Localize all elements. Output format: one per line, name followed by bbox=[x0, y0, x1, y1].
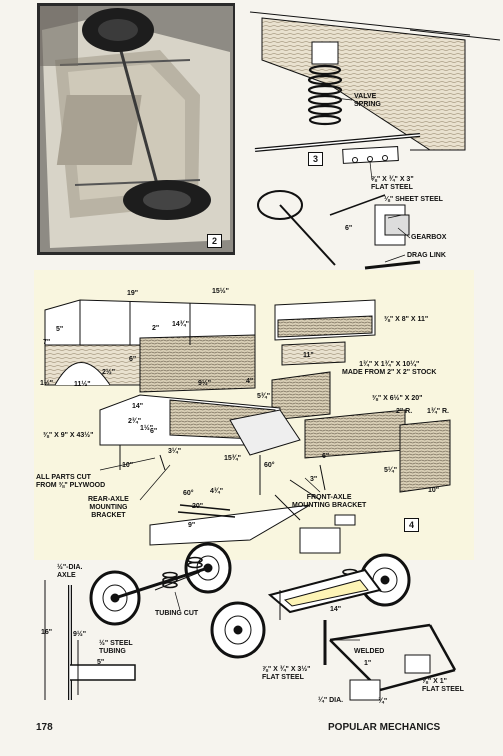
label-valve-spring: VALVE SPRING bbox=[354, 93, 381, 108]
label-seat-board: ⅜" x 8" x 11" bbox=[384, 316, 429, 323]
dim-19: 19" bbox=[127, 290, 139, 297]
dim-16: 16" bbox=[41, 629, 53, 636]
dim-5-chassis: 5" bbox=[97, 659, 105, 666]
label-axle: ½"-DIA. AXLE bbox=[57, 564, 83, 579]
fig3-spring-drawing bbox=[249, 11, 501, 270]
dim-14-chassis: 14" bbox=[330, 606, 342, 613]
label-front-bracket: FRONT-AXLE MOUNTING BRACKET bbox=[292, 494, 367, 509]
dim-20: 20" bbox=[192, 503, 204, 510]
dim-60a: 60° bbox=[183, 490, 194, 497]
label-welded: WELDED bbox=[354, 648, 385, 655]
leader-lines bbox=[99, 97, 411, 641]
label-rear-bracket: REAR-AXLE MOUNTING BRACKET bbox=[88, 496, 129, 519]
label-radius-1-75: 1¾" R. bbox=[427, 408, 449, 415]
dim-6in-fig3: 6" bbox=[345, 225, 353, 232]
dim-2: 2" bbox=[152, 325, 160, 332]
dim-10: 10" bbox=[122, 462, 134, 469]
dim-9-5: 9½" bbox=[198, 380, 212, 387]
dim-11: 11" bbox=[303, 352, 314, 359]
label-drag-link: DRAG LINK bbox=[407, 252, 446, 259]
dim-5-25: 5¼" bbox=[384, 467, 398, 474]
chassis-drawing bbox=[44, 542, 457, 701]
label-flat-steel-a: ⅞" x ¾" x 3½" FLAT STEEL bbox=[262, 666, 311, 681]
label-floor-panel: ⅜" x 9" x 43½" bbox=[43, 432, 94, 439]
dim-2-5: 2½" bbox=[102, 369, 116, 376]
dim-9: 9" bbox=[188, 522, 196, 529]
label-hood-panel: ⅜" x 6½" x 20" bbox=[372, 395, 423, 402]
dim-15-5: 15½" bbox=[212, 288, 229, 295]
figure-number-2: 2 bbox=[207, 234, 222, 248]
dim-15-75: 15¾" bbox=[224, 455, 241, 462]
dim-5: 5" bbox=[56, 326, 64, 333]
label-stock: 1¾" x 1¾" x 10¼" MADE FROM 2" x 2" STOCK bbox=[342, 361, 437, 376]
dim-1-chassis: 1" bbox=[364, 660, 372, 667]
page-number: 178 bbox=[36, 722, 53, 733]
dim-9-5-chassis: 9½" bbox=[73, 631, 87, 638]
label-steel-tubing: ½" STEEL TUBING bbox=[99, 640, 133, 655]
figure-number-4: 4 bbox=[404, 518, 419, 532]
dim-11-5: 11½" bbox=[74, 381, 91, 388]
dim-4: 4" bbox=[246, 378, 254, 385]
dim-6c: 6" bbox=[322, 453, 330, 460]
dim-3-16-chassis: ¾" bbox=[378, 698, 388, 705]
dim-5-75: 5¾" bbox=[257, 393, 271, 400]
photo-underside bbox=[37, 3, 235, 255]
dim-1-5: 1½" bbox=[40, 380, 54, 387]
label-plywood: ALL PARTS CUT FROM ⅜" PLYWOOD bbox=[36, 474, 106, 489]
dim-14-75: 14¾" bbox=[172, 321, 189, 328]
dim-14: 14" bbox=[132, 403, 144, 410]
dim-3-25: 3¼" bbox=[168, 448, 182, 455]
label-dia: ¼" DIA. bbox=[318, 697, 344, 704]
dim-2-75: 2¾" bbox=[128, 418, 142, 425]
dim-4-75: 4¾" bbox=[210, 488, 224, 495]
label-sheet-steel: ⅛" SHEET STEEL bbox=[384, 196, 443, 203]
dim-7: 7" bbox=[43, 339, 51, 346]
label-flat-steel-3: ⅞" x ¾" x 3" FLAT STEEL bbox=[371, 176, 414, 191]
label-flat-steel-b: ⅞" x 1" FLAT STEEL bbox=[422, 678, 464, 693]
dim-6: 6" bbox=[129, 356, 137, 363]
label-radius-2: 2" R. bbox=[396, 408, 413, 415]
dim-3: 3" bbox=[310, 476, 318, 483]
label-gearbox: GEARBOX bbox=[411, 234, 447, 241]
fig4-body-drawing bbox=[34, 270, 474, 560]
dim-10b: 10" bbox=[428, 487, 440, 494]
figure-number-3: 3 bbox=[308, 152, 323, 166]
dim-6b: 6" bbox=[150, 428, 158, 435]
label-tubing-cut: TUBING CUT bbox=[155, 610, 199, 617]
magazine-title: POPULAR MECHANICS bbox=[328, 722, 441, 733]
dim-1-5b: 1½" bbox=[140, 425, 154, 432]
dim-60b: 60° bbox=[264, 462, 275, 469]
